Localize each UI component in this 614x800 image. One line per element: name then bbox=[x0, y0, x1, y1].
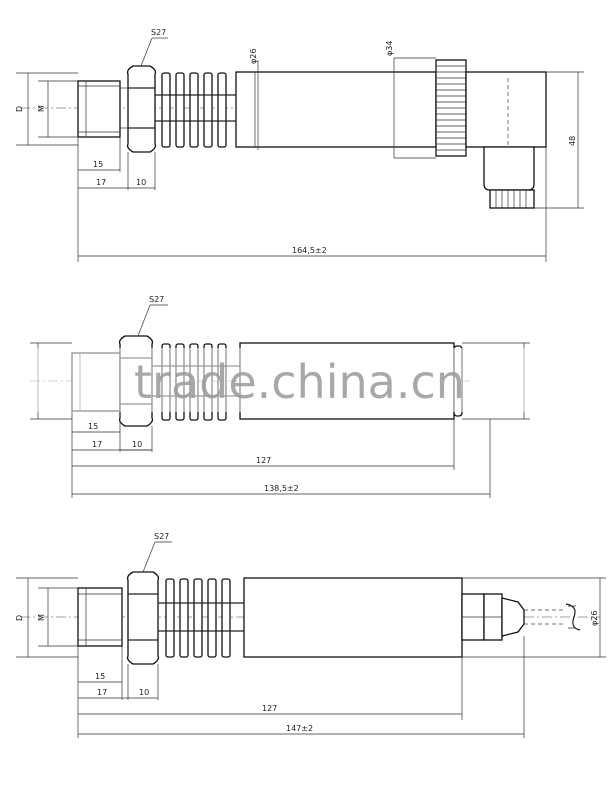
total-length-label: 164,5±2 bbox=[292, 246, 327, 255]
view-bottom-cable-type: D M S27 φ26 15 17 10 127 147±2 bbox=[15, 532, 606, 738]
hex-position-label: 17 bbox=[97, 688, 107, 697]
thread-length-label: 15 bbox=[93, 160, 103, 169]
dim-m-label: M bbox=[37, 614, 46, 621]
total-length-label: 138,5±2 bbox=[264, 484, 299, 493]
view-middle-plain-type: S27 15 17 10 127 138,5±2 trade.china.cn bbox=[20, 295, 540, 498]
body-diameter-label: φ26 bbox=[590, 611, 599, 626]
height-label: 48 bbox=[568, 136, 577, 146]
hex-size-label: S27 bbox=[149, 295, 164, 304]
body-length-label: 127 bbox=[262, 704, 277, 713]
body-diameter-label: φ26 bbox=[249, 49, 258, 64]
dim-d-label: D bbox=[15, 106, 24, 112]
thread-length-label: 15 bbox=[95, 672, 105, 681]
connector-diameter-label: φ34 bbox=[385, 41, 394, 56]
watermark-text: trade.china.cn bbox=[134, 355, 465, 409]
hex-position-label: 17 bbox=[96, 178, 106, 187]
hex-width-label: 10 bbox=[139, 688, 149, 697]
hex-position-label: 17 bbox=[92, 440, 102, 449]
knurl-lines bbox=[436, 65, 466, 151]
body-length-label: 127 bbox=[256, 456, 271, 465]
hex-size-label: S27 bbox=[154, 532, 169, 541]
dim-m-label: M bbox=[37, 105, 46, 112]
dim-d-label: D bbox=[15, 615, 24, 621]
hex-width-label: 10 bbox=[132, 440, 142, 449]
hex-size-label: S27 bbox=[151, 28, 166, 37]
view-top-connector-type: D M S27 φ26 φ34 48 15 17 10 164,5±2 bbox=[15, 28, 584, 262]
hex-width-label: 10 bbox=[136, 178, 146, 187]
thread-length-label: 15 bbox=[88, 422, 98, 431]
total-length-label: 147±2 bbox=[286, 724, 313, 733]
